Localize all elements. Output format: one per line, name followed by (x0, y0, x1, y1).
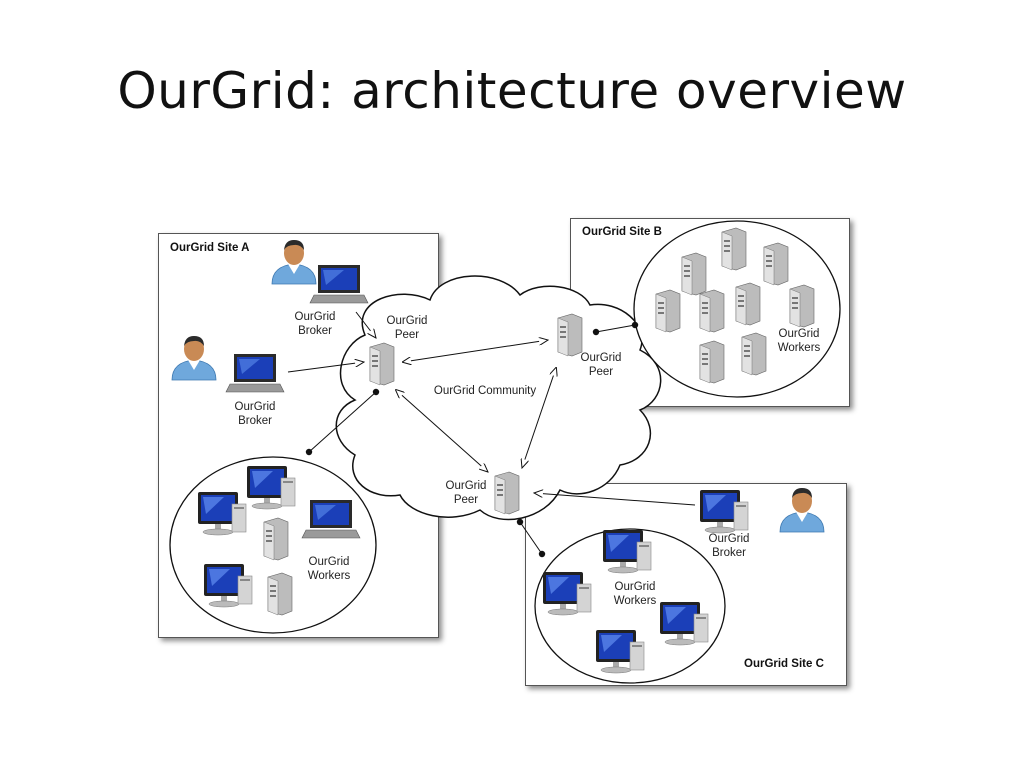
server-icon (699, 289, 725, 333)
laptop-icon (301, 499, 361, 539)
server-icon (557, 313, 583, 357)
server-icon (741, 332, 767, 376)
user-icon (779, 487, 825, 533)
slide-title: OurGrid: architecture overview (117, 62, 907, 120)
laptop-icon (225, 353, 285, 393)
site-b-label: OurGrid Site B (582, 226, 662, 238)
server-icon (789, 284, 815, 328)
server-icon (681, 252, 707, 296)
site-c-label: OurGrid Site C (744, 658, 824, 670)
laptop-icon (309, 264, 369, 304)
server-icon (655, 289, 681, 333)
site-a-label: OurGrid Site A (170, 242, 250, 254)
user-icon (171, 335, 217, 381)
server-icon (369, 342, 395, 386)
server-icon (735, 282, 761, 326)
community-label: OurGrid Community (433, 385, 537, 397)
server-icon (763, 242, 789, 286)
server-icon (267, 572, 293, 616)
server-icon (263, 517, 289, 561)
user-icon (271, 239, 317, 285)
server-icon (721, 227, 747, 271)
server-icon (699, 340, 725, 384)
desktop-icon (699, 489, 749, 534)
